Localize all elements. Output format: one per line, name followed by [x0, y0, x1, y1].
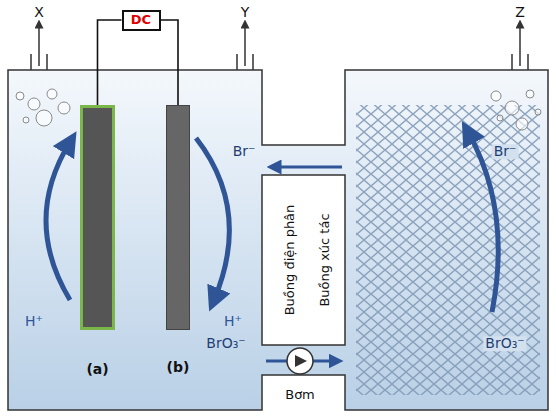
outlet-label: Z [515, 5, 525, 20]
electrode-label: (b) [167, 359, 190, 375]
gas-outlets [31, 24, 528, 70]
outlet-label: X [34, 5, 44, 20]
power-supply-box: DC [122, 10, 161, 31]
outlet-label: Y [241, 5, 250, 20]
supply-wire [98, 20, 122, 105]
ion-label: H⁺ [25, 314, 43, 329]
ion-label: BrO₃⁻ [206, 336, 245, 351]
ion-label: Br⁻ [233, 144, 256, 159]
pump-outline [286, 347, 314, 375]
ion-label: H⁺ [224, 314, 242, 329]
chamber-label: Buồng điện phân [283, 205, 297, 316]
chamber-label: Buồng xúc tác [318, 213, 332, 306]
pump-symbol: Bơm [286, 347, 314, 375]
supply-wire [161, 20, 179, 105]
ion-label: BrO₃⁻ [483, 336, 526, 351]
electrode-a: (a) [80, 105, 115, 330]
electrode-b: (b) [166, 105, 190, 330]
electrode-label: (a) [86, 361, 108, 377]
tank-outline [8, 70, 548, 410]
catalyst-mesh [356, 105, 540, 395]
supply-label: DC [131, 13, 151, 27]
flow-arrows [266, 167, 342, 361]
pump-label: Bơm [285, 387, 315, 402]
ion-label: Br⁻ [492, 144, 519, 159]
